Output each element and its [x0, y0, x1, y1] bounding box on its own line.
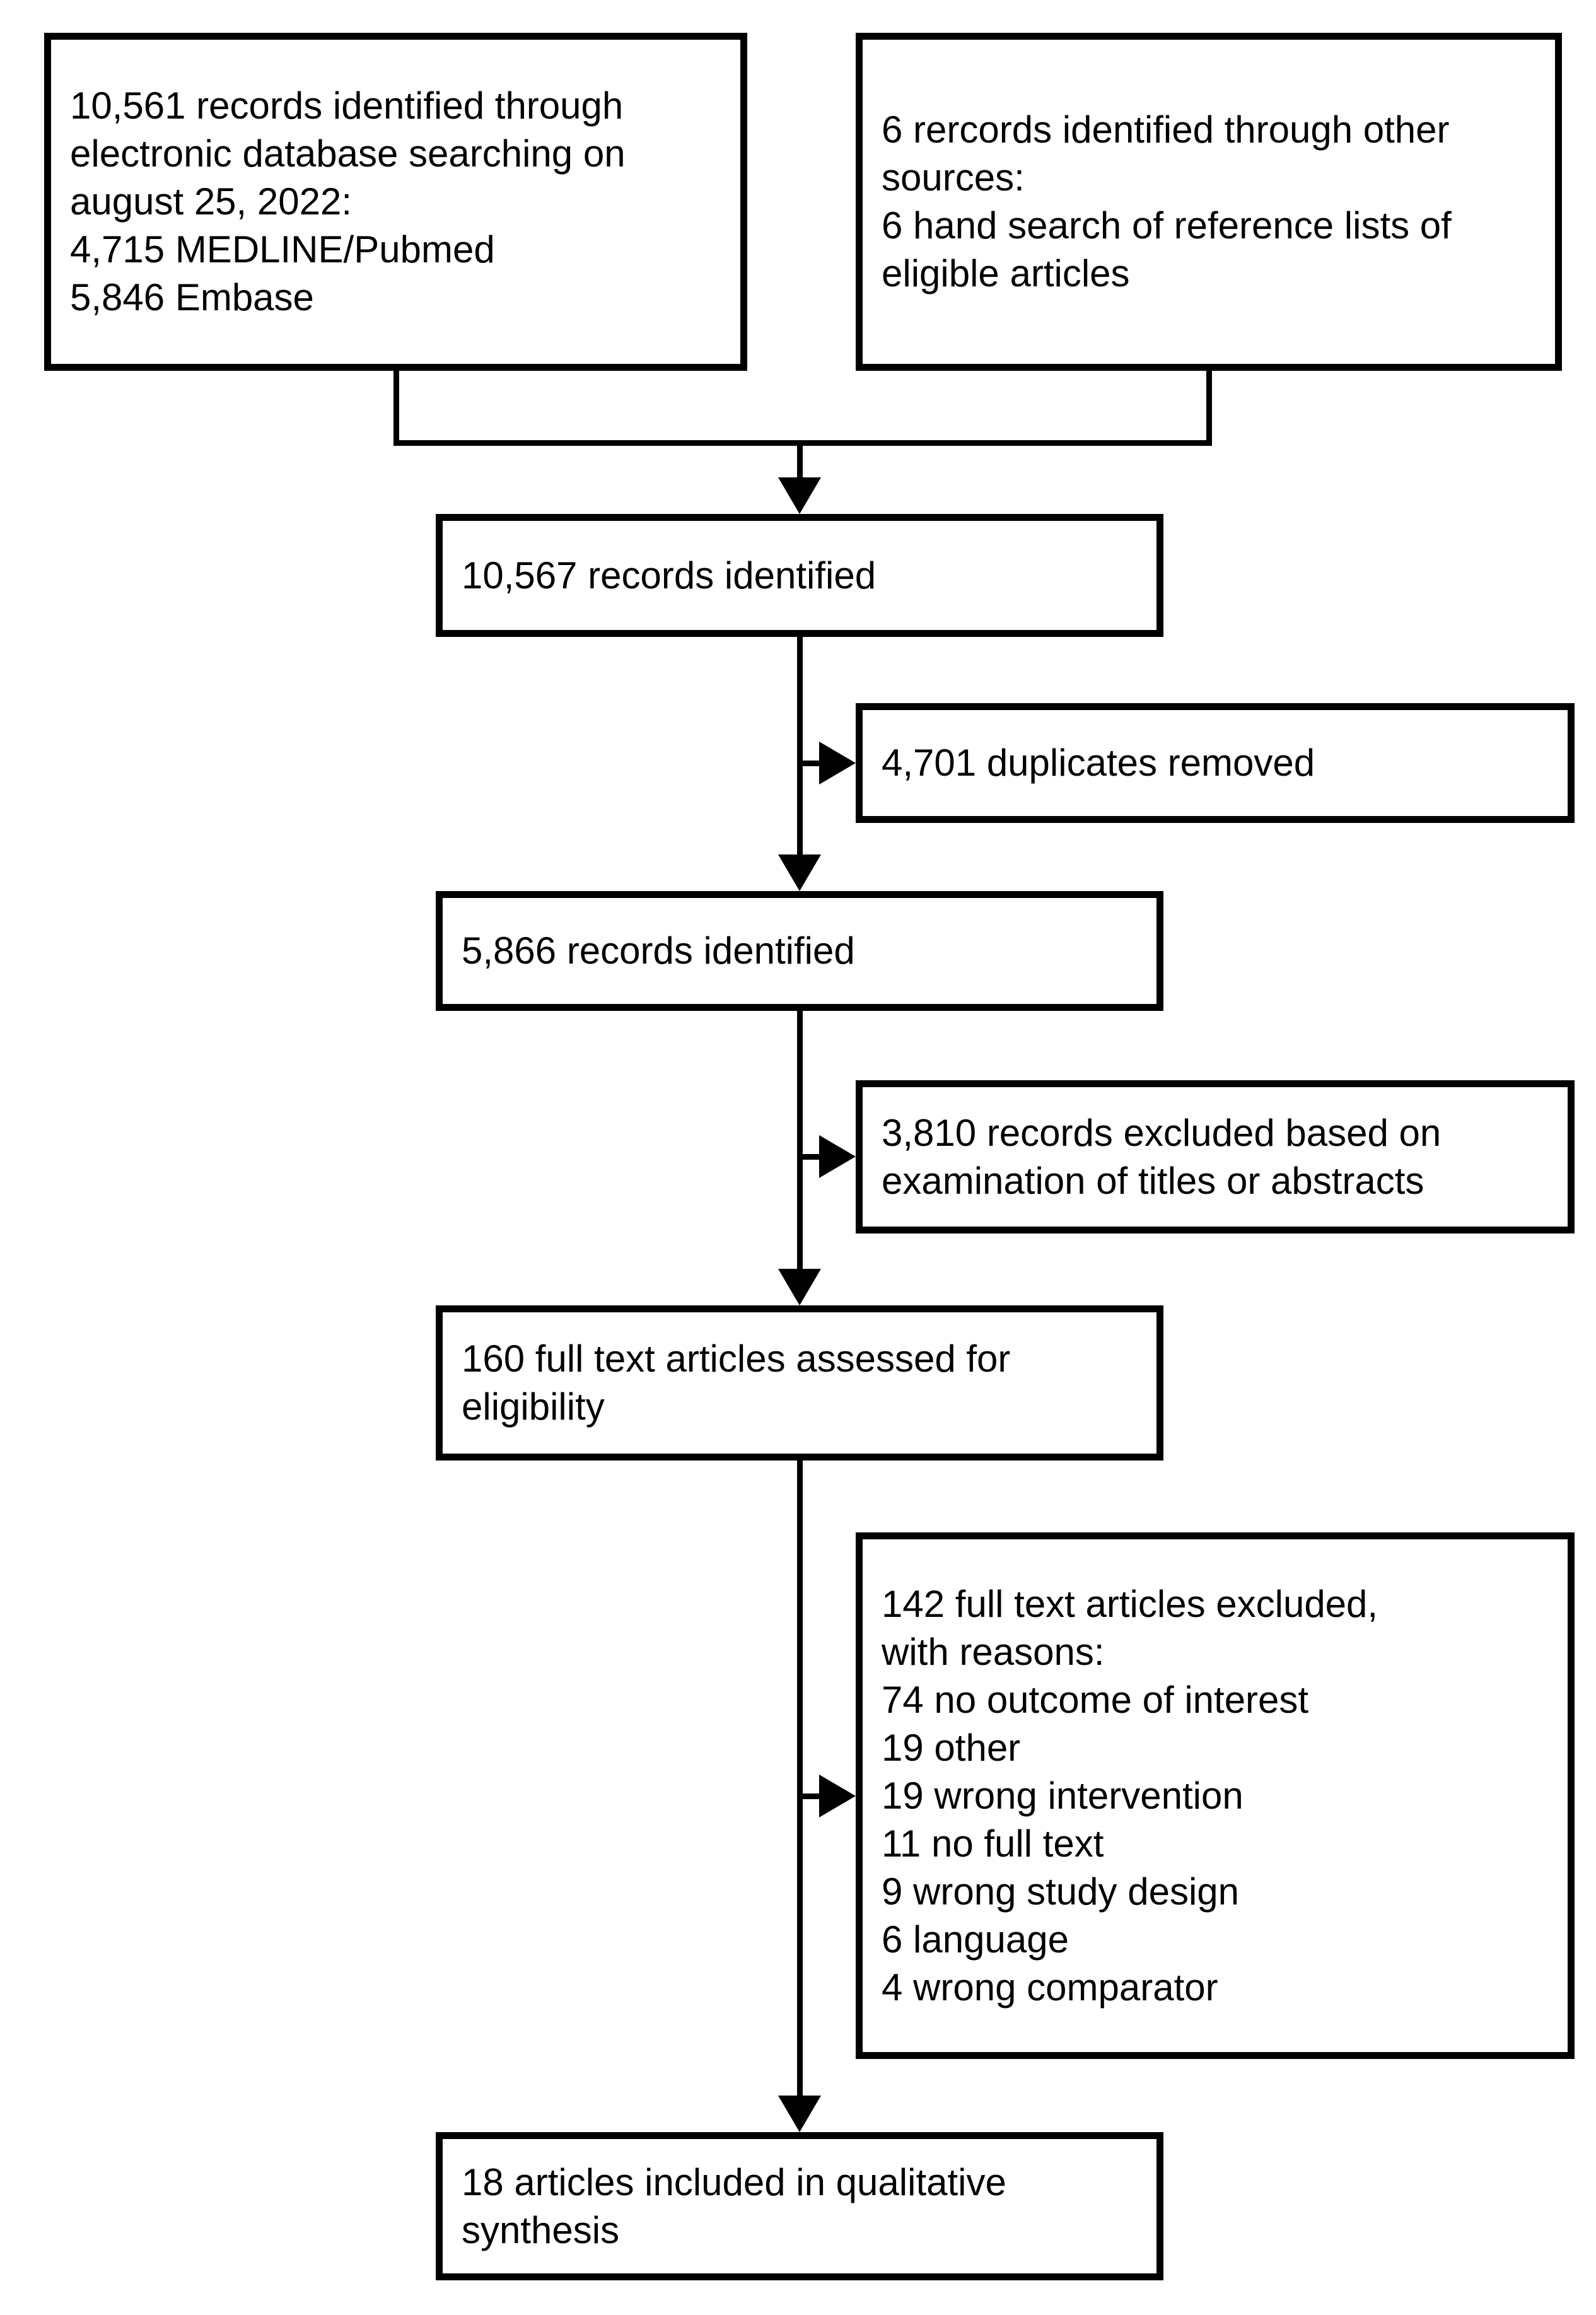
arrowhead-into-records-after-duplicates — [778, 854, 821, 891]
connector-database-down-line — [393, 370, 399, 446]
connector-branch-duplicates-line — [797, 761, 820, 766]
box-records-identified: 10,567 records identified — [436, 514, 1163, 637]
box-database-records: 10,561 records identified through electr… — [44, 33, 747, 371]
box-other-sources: 6 rercords identified through other sour… — [856, 33, 1562, 371]
connector-branch-excluded-line — [797, 1154, 820, 1160]
connector-other-sources-down-line — [1206, 370, 1212, 446]
arrowhead-into-duplicates-removed — [819, 742, 856, 784]
connector-identified-to-screened-line — [797, 636, 803, 856]
arrowhead-into-records-excluded — [819, 1135, 856, 1178]
connector-merge-down-line — [797, 445, 803, 479]
arrowhead-into-fulltext-assessed — [778, 1269, 821, 1305]
box-included-synthesis: 18 articles included in qualitative synt… — [436, 2132, 1163, 2280]
box-fulltext-assessed: 160 full text articles assessed for elig… — [436, 1305, 1163, 1461]
box-records-excluded: 3,810 records excluded based on examinat… — [856, 1080, 1575, 1233]
box-duplicates-removed: 4,701 duplicates removed — [856, 703, 1575, 823]
arrowhead-into-fulltext-excluded — [819, 1775, 856, 1817]
arrowhead-into-records-identified — [778, 477, 821, 514]
box-fulltext-excluded: 142 full text articles excluded, with re… — [856, 1532, 1575, 2059]
connector-merge-horizontal-line — [393, 440, 1212, 446]
connector-branch-fulltext-excluded-line — [797, 1793, 820, 1799]
connector-screened-to-fulltext-line — [797, 1010, 803, 1270]
box-records-after-duplicates: 5,866 records identified — [436, 891, 1163, 1011]
connector-fulltext-to-included-line — [797, 1459, 803, 2097]
arrowhead-into-included-synthesis — [778, 2096, 821, 2132]
